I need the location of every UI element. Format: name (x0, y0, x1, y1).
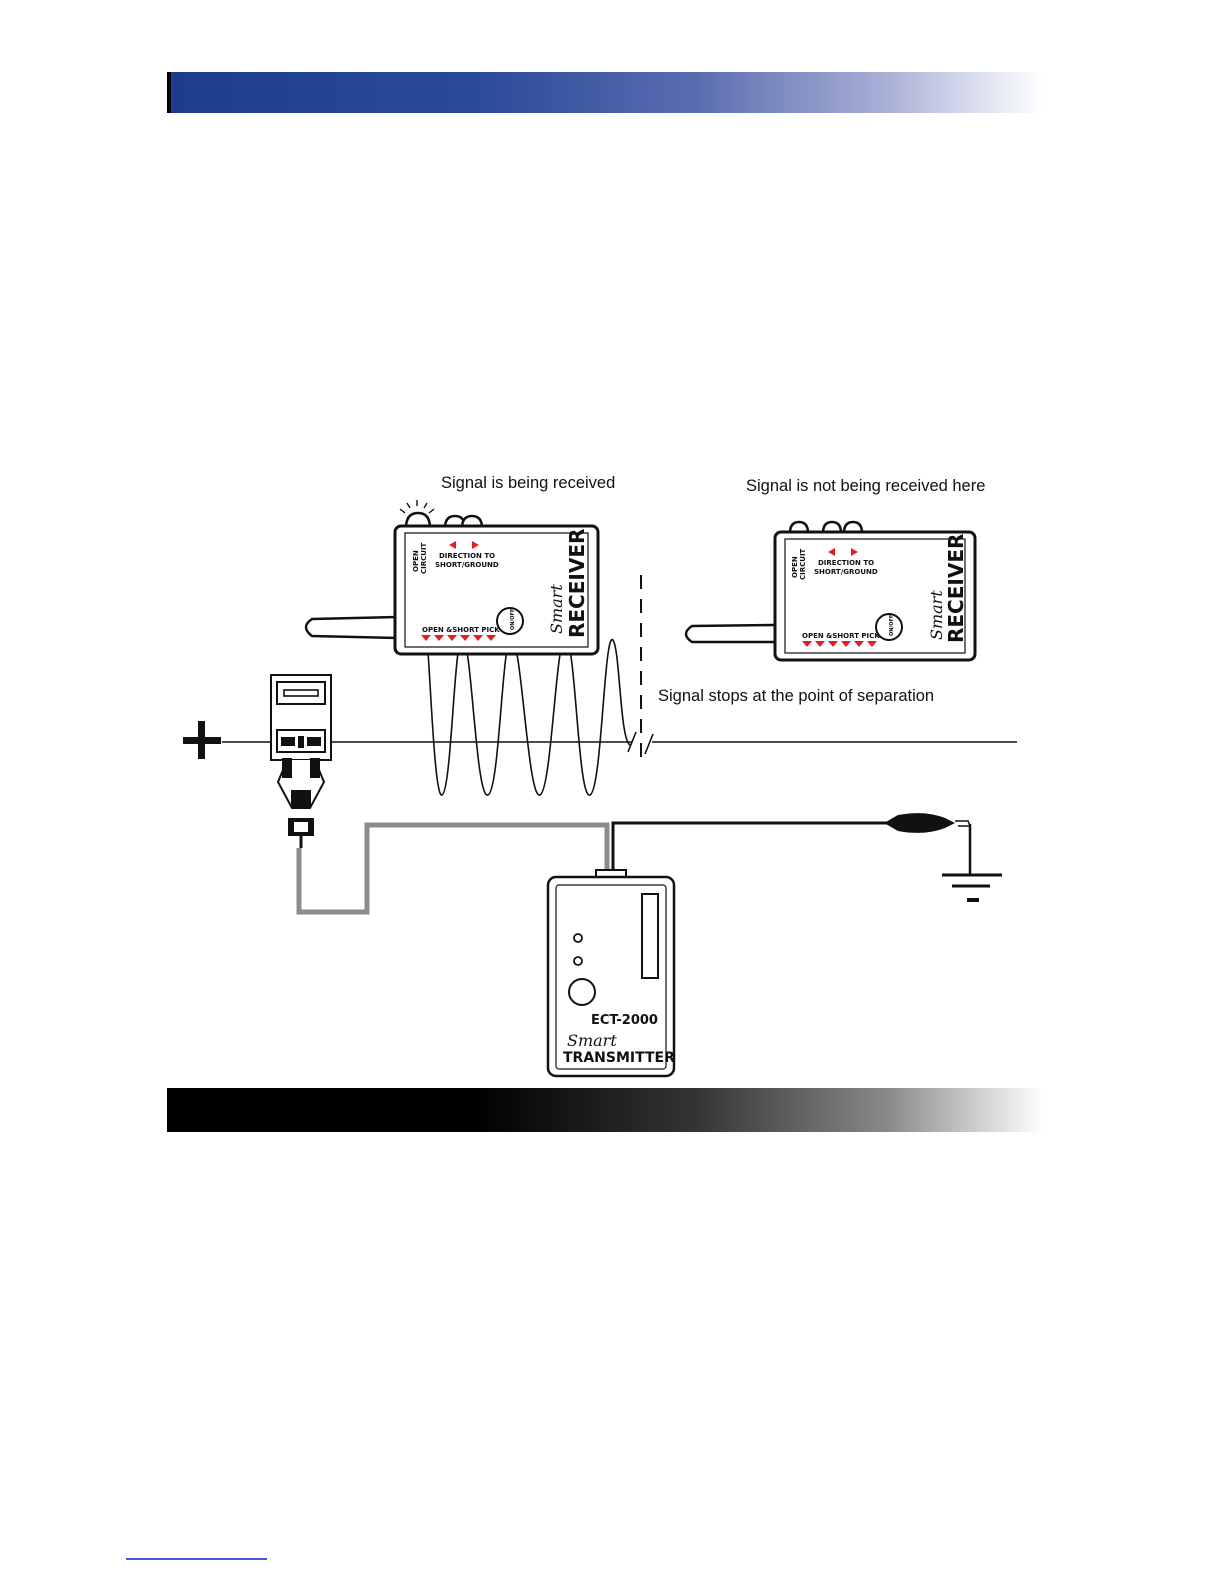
led-light-rays-icon (400, 500, 434, 513)
receiver2-circuit-text: CIRCUIT (799, 548, 807, 580)
transmitter-led-2 (574, 957, 582, 965)
receiver1-direction-text2: SHORT/GROUND (435, 561, 499, 569)
alligator-clip (884, 813, 970, 875)
receiver1-brand-script: Smart (547, 584, 566, 634)
label-signal-stops: Signal stops at the point of separation (658, 687, 934, 705)
break-slash-2 (645, 734, 653, 754)
transmitter-brand-name: TRANSMITTER (563, 1050, 675, 1066)
transmitter-brand-script: Smart (567, 1031, 617, 1050)
transmitter-led-1 (574, 934, 582, 942)
ground-icon (942, 875, 1002, 902)
receiver-active: DIRECTION TO SHORT/GROUND OPEN CIRCUIT O… (306, 500, 598, 654)
transmitter-slot (642, 894, 658, 978)
label-signal-not-received: Signal is not being received here (746, 477, 985, 495)
receiver2-brand-name: RECEIVER (944, 534, 968, 643)
receiver2-direction-text2: SHORT/GROUND (814, 568, 878, 576)
transmitter-model: ECT-2000 (591, 1013, 658, 1028)
receiver1-brand-name: RECEIVER (565, 529, 589, 638)
transmitter-power-button (569, 979, 595, 1005)
receiver2-direction-text: DIRECTION TO (818, 559, 874, 567)
ground-lead (613, 823, 888, 872)
receiver-inactive: DIRECTION TO SHORT/GROUND OPEN CIRCUIT O… (686, 522, 975, 660)
plus-symbol (183, 721, 221, 759)
clamp-connector (271, 675, 331, 848)
receiver2-open-text: OPEN (791, 556, 799, 578)
receiver1-button-text: ON/OFF (510, 609, 516, 630)
receiver1-circuit-text: CIRCUIT (420, 542, 428, 574)
receiver2-button-text: ON/OFF (889, 615, 895, 636)
transmitter: ECT-2000 Smart TRANSMITTER (548, 870, 675, 1076)
receiver1-open-text: OPEN (412, 550, 420, 572)
label-signal-received: Signal is being received (441, 474, 615, 492)
receiver1-direction-text: DIRECTION TO (439, 552, 495, 560)
